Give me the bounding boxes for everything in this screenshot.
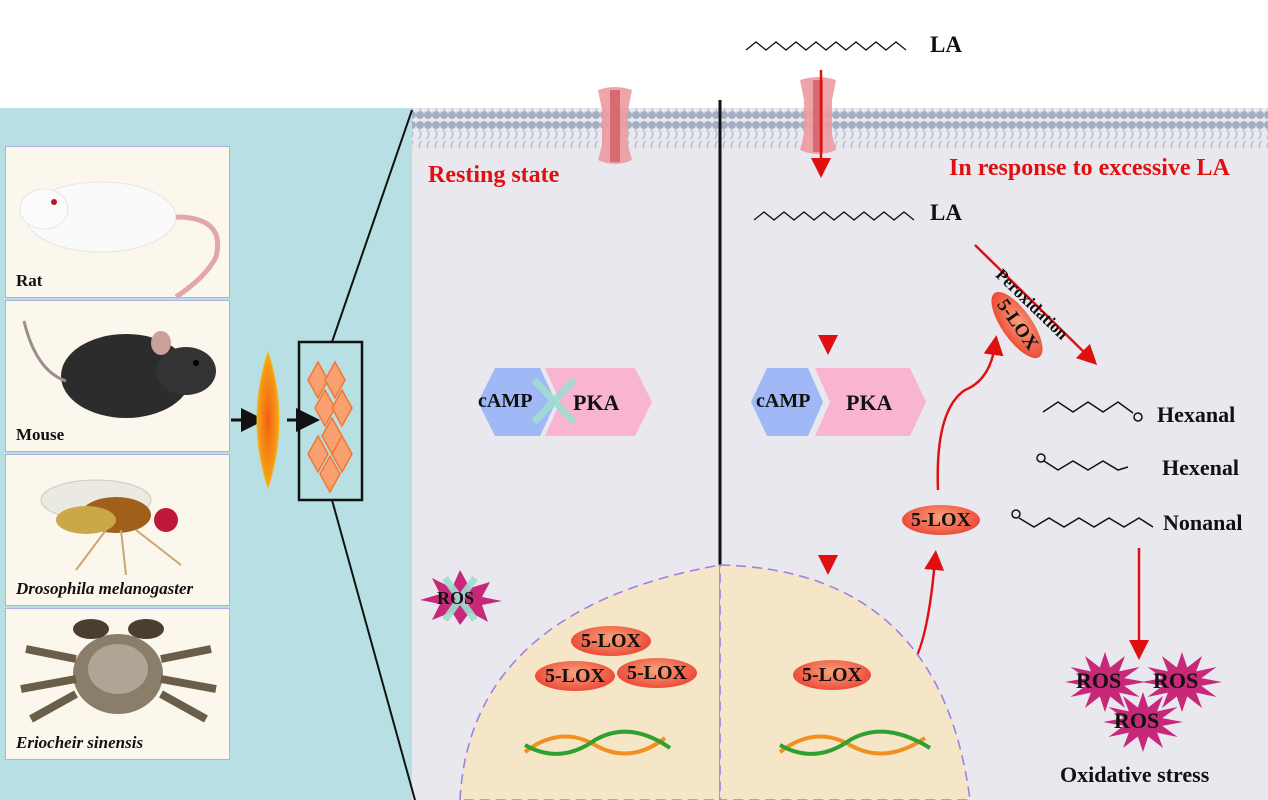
ros-label-3: ROS [1114, 708, 1160, 733]
la-molecule-outside [745, 41, 907, 51]
la-label-outside: LA [930, 32, 962, 57]
resting-state-title: Resting state [428, 162, 560, 188]
lox-enzyme-cytoplasm: 5-LOX [902, 505, 980, 535]
lox-enzyme-left-2: 5-LOX [535, 661, 615, 691]
la-label-inside: LA [930, 200, 962, 225]
ros-label-2: ROS [1153, 668, 1199, 693]
camp-pka-complex-left [478, 368, 652, 436]
organism-label-mouse: Mouse [16, 425, 65, 444]
lox-enzyme-left-3: 5-LOX [617, 658, 697, 688]
membrane-channel-left [598, 87, 632, 164]
zoom-line-bottom [331, 499, 416, 800]
ros-star-2 [1142, 652, 1222, 712]
ros-star-1 [1065, 652, 1145, 712]
nonanal-label: Nonanal [1163, 510, 1243, 535]
rat-image [19, 181, 220, 299]
ros-label-1: ROS [1076, 668, 1122, 693]
hexenal-label: Hexenal [1162, 455, 1239, 480]
excessive-la-title: In response to excessive LA [949, 155, 1230, 181]
hexanal-structure [1042, 401, 1134, 414]
pka-label-left: PKA [573, 390, 620, 415]
mouse-image [22, 320, 216, 418]
nonanal-oxygen [1011, 509, 1021, 519]
membrane-channel-right [800, 77, 836, 154]
cell-zoom-box [297, 340, 364, 502]
la-molecule-inside [753, 211, 915, 221]
organism-label-crab: Eriocheir sinensis [16, 733, 144, 752]
hexenal-structure [1043, 460, 1129, 471]
ros-label-inhibited: ROS [437, 588, 475, 608]
oxidative-stress-label: Oxidative stress [1060, 762, 1210, 787]
arrow-lox-activate [936, 335, 1004, 491]
cell-membrane [412, 108, 1268, 148]
organism-card-drosophila: Drosophila melanogaster [5, 454, 230, 606]
ros-star-inhibited [420, 570, 502, 625]
drosophila-image [40, 479, 182, 576]
crab-image [20, 619, 217, 723]
organism-card-mouse: Mouse [5, 300, 230, 452]
hexanal-label: Hexanal [1157, 402, 1236, 427]
nonanal-structure [1018, 517, 1154, 528]
camp-label-right: cAMP [756, 390, 811, 412]
organism-label-rat: Rat [16, 271, 43, 290]
arrow-peroxidation [974, 244, 1098, 366]
pka-label-right: PKA [846, 390, 893, 415]
muscle-fiber-icon [256, 350, 280, 490]
zoom-line-top [331, 109, 413, 343]
lox-enzyme-nucleus: 5-LOX [793, 660, 871, 690]
hexanal-oxygen [1133, 412, 1143, 422]
hexenal-oxygen [1036, 453, 1046, 463]
organism-card-crab: Eriocheir sinensis [5, 608, 230, 760]
organism-card-rat: Rat [5, 146, 230, 299]
dna-icon-right [778, 729, 932, 756]
myocyte-cluster-icon [307, 360, 353, 494]
lox-enzyme-left-1: 5-LOX [571, 626, 651, 656]
ros-star-3 [1103, 692, 1183, 752]
dna-icon-left [523, 729, 672, 756]
organism-label-drosophila: Drosophila melanogaster [16, 579, 194, 598]
inhibition-x-icon [531, 377, 577, 425]
camp-label-left: cAMP [478, 390, 533, 412]
camp-pka-complex-right [751, 368, 926, 436]
